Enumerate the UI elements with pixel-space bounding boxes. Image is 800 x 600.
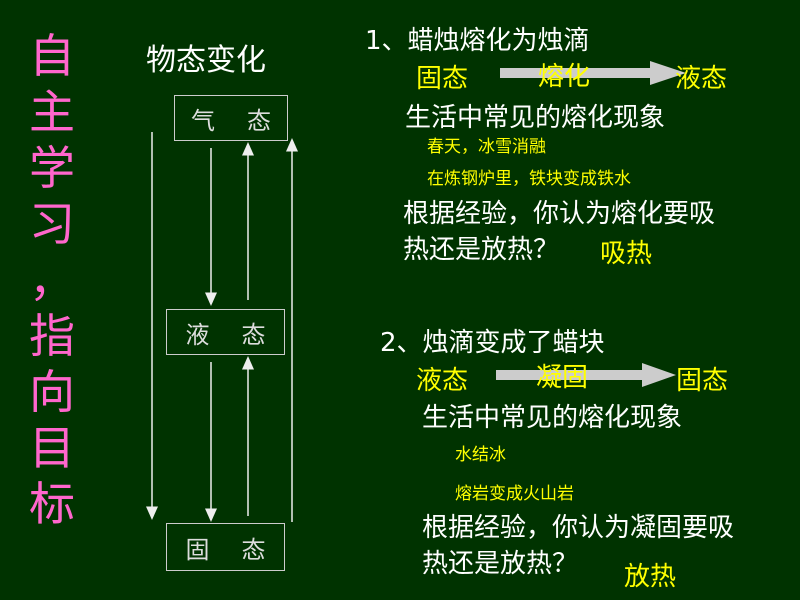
section2-heading: 2、烛滴变成了蜡块 [380, 328, 605, 358]
side-title-char: 目 [29, 421, 75, 475]
section2-process: 凝固 [536, 363, 589, 393]
section1-process: 熔化 [538, 62, 591, 92]
side-title-char: 习 [29, 197, 75, 251]
process-arrow-solidifying [496, 363, 676, 387]
section1-from: 固态 [416, 64, 469, 94]
state-gas-char: 气 [191, 106, 215, 135]
section1-example: 在炼钢炉里，铁块变成铁水 [427, 169, 631, 189]
section2-answer: 放热 [624, 562, 677, 592]
section1-question-line2: 热还是放热？ [403, 235, 560, 265]
section2-example: 水结冰 [455, 445, 506, 465]
state-box-liquid: 液 态 [166, 309, 285, 355]
section2-to: 固态 [676, 366, 729, 396]
state-box-gas: 气 态 [174, 95, 288, 141]
section2-question-line1: 根据经验，你认为凝固要吸 [422, 513, 735, 543]
state-solid-char: 态 [241, 535, 266, 564]
state-liquid-char: 液 [185, 320, 210, 349]
section1-example: 春天，冰雪消融 [427, 137, 546, 157]
side-title-char: 向 [29, 365, 75, 419]
side-title-char: 主 [29, 85, 75, 139]
diagram-title: 物态变化 [146, 43, 266, 78]
state-gas-char: 态 [247, 106, 271, 135]
section1-question-line1: 根据经验，你认为熔化要吸 [403, 199, 716, 229]
section2-common-label: 生活中常见的熔化现象 [422, 403, 683, 433]
state-box-solid: 固 态 [166, 523, 285, 571]
section2-example: 熔岩变成火山岩 [455, 484, 574, 504]
section1-common-label: 生活中常见的熔化现象 [405, 103, 666, 133]
section1-to: 液态 [675, 64, 728, 94]
process-arrow-melting [500, 61, 686, 85]
side-title: 自 主 学 习 ， 指 向 目 标 [22, 28, 82, 532]
section2-question-line2: 热还是放热？ [422, 549, 579, 579]
state-solid-char: 固 [185, 535, 210, 564]
side-title-char: 标 [29, 477, 75, 531]
section1-answer: 吸热 [600, 239, 653, 269]
state-liquid-char: 态 [241, 320, 266, 349]
side-title-char: 学 [29, 141, 75, 195]
side-title-char: ， [29, 253, 75, 307]
side-title-char: 自 [29, 29, 75, 83]
section2-from: 液态 [416, 366, 469, 396]
section1-heading: 1、蜡烛熔化为烛滴 [365, 26, 590, 56]
side-title-char: 指 [29, 309, 75, 363]
